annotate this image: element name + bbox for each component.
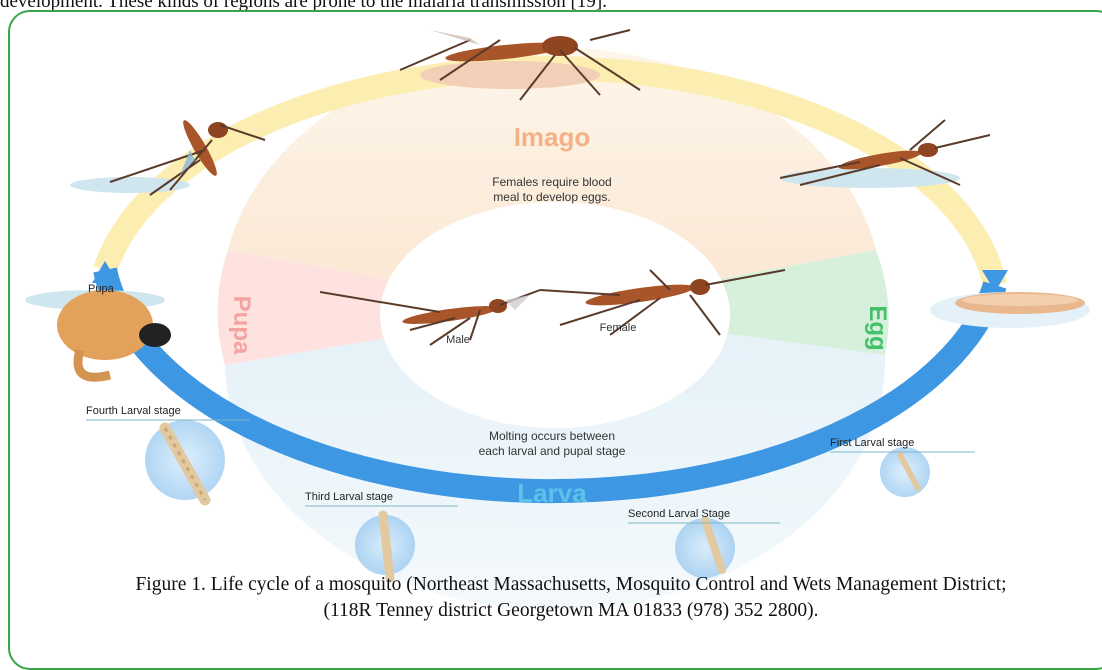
figure-caption: Figure 1. Life cycle of a mosquito (Nort… [40, 572, 1102, 624]
imago-note-line2: meal to develop eggs. [493, 190, 610, 204]
larva-second [675, 518, 735, 578]
caption-line-1: Figure 1. Life cycle of a mosquito (Nort… [40, 572, 1102, 598]
second-larval-label: Second Larval Stage [628, 508, 730, 520]
imago-note-line1: Females require blood [492, 175, 611, 189]
stage-title-larva: Larva [517, 478, 587, 508]
larva-note-line2: each larval and pupal stage [479, 444, 626, 458]
stage-title-pupa: Pupa [228, 296, 255, 355]
egg-raft [930, 292, 1090, 328]
pupa-ring-label: Pupa [88, 283, 115, 295]
first-larval-label: First Larval stage [830, 437, 914, 449]
fourth-larval-label: Fourth Larval stage [86, 405, 181, 417]
larva-fourth [145, 420, 225, 500]
stage-title-imago: Imago [514, 122, 591, 152]
stage-title-egg: Egg [864, 305, 891, 350]
female-label: Female [600, 322, 637, 334]
aquatic-stages-label: Aquatic Stages [980, 365, 1015, 416]
larva-note-line1: Molting occurs between [489, 429, 615, 443]
third-larval-label: Third Larval stage [305, 491, 393, 503]
caption-line-2: (118R Tenney district Georgetown MA 0183… [40, 598, 1102, 624]
mosquito-life-cycle-diagram: Imago Larva Pupa Egg Females require blo… [0, 0, 1102, 646]
male-label: Male [446, 334, 470, 346]
larva-first [880, 447, 930, 497]
